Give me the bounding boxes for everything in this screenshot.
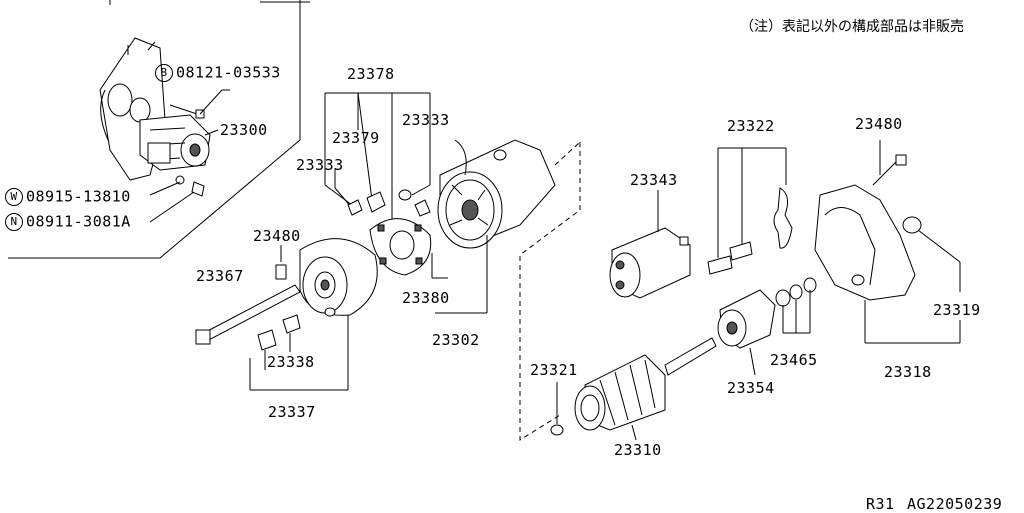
part-number: 08911-3081A <box>26 212 131 231</box>
footer-model: R31 <box>866 495 895 513</box>
symbol-n-icon: N <box>5 213 23 231</box>
footer-code: AG22050239 <box>907 495 1003 513</box>
solenoid-illustration <box>609 190 691 299</box>
part-label-23337: 23337 <box>268 403 316 421</box>
part-label-23338: 23338 <box>267 353 315 371</box>
part-label-23367: 23367 <box>196 267 244 285</box>
pinion-group <box>717 277 817 376</box>
lever-group <box>707 147 793 275</box>
footnote-text: （注）表記以外の構成部品は非販売 <box>740 19 964 35</box>
part-label-23333-left: 23333 <box>296 156 344 174</box>
part-label-23333-right: 23333 <box>402 111 450 129</box>
dashed-outline <box>519 142 581 441</box>
part-label-23321: 23321 <box>530 361 578 379</box>
symbol-w-icon: W <box>5 188 23 206</box>
part-label-23378: 23378 <box>347 65 395 83</box>
part-number: 08121-03533 <box>176 63 281 82</box>
inset-leaders <box>8 0 310 259</box>
part-label-23318: 23318 <box>884 363 932 381</box>
starter-assembly-illustration <box>99 37 211 197</box>
rear-cover-group <box>195 238 378 391</box>
part-number: 08915-13810 <box>26 187 131 206</box>
part-label-23310: 23310 <box>614 441 662 459</box>
part-label-23379: 23379 <box>332 129 380 147</box>
part-label-23480-right: 23480 <box>855 115 903 133</box>
part-label-23319: 23319 <box>933 301 981 319</box>
part-label-23465: 23465 <box>770 351 818 369</box>
brush-holder-group <box>324 92 432 276</box>
part-label-23300: 23300 <box>220 121 268 139</box>
part-label-23322: 23322 <box>727 117 775 135</box>
part-label-23354: 23354 <box>727 379 775 397</box>
armature-illustration <box>550 337 717 441</box>
yoke-illustration <box>431 139 556 314</box>
front-housing-illustration <box>814 140 961 344</box>
part-label-23343: 23343 <box>630 171 678 189</box>
part-label-23302: 23302 <box>432 331 480 349</box>
symbol-b-icon: B <box>155 64 173 82</box>
part-label-23380: 23380 <box>402 289 450 307</box>
part-label-23480-left: 23480 <box>253 227 301 245</box>
